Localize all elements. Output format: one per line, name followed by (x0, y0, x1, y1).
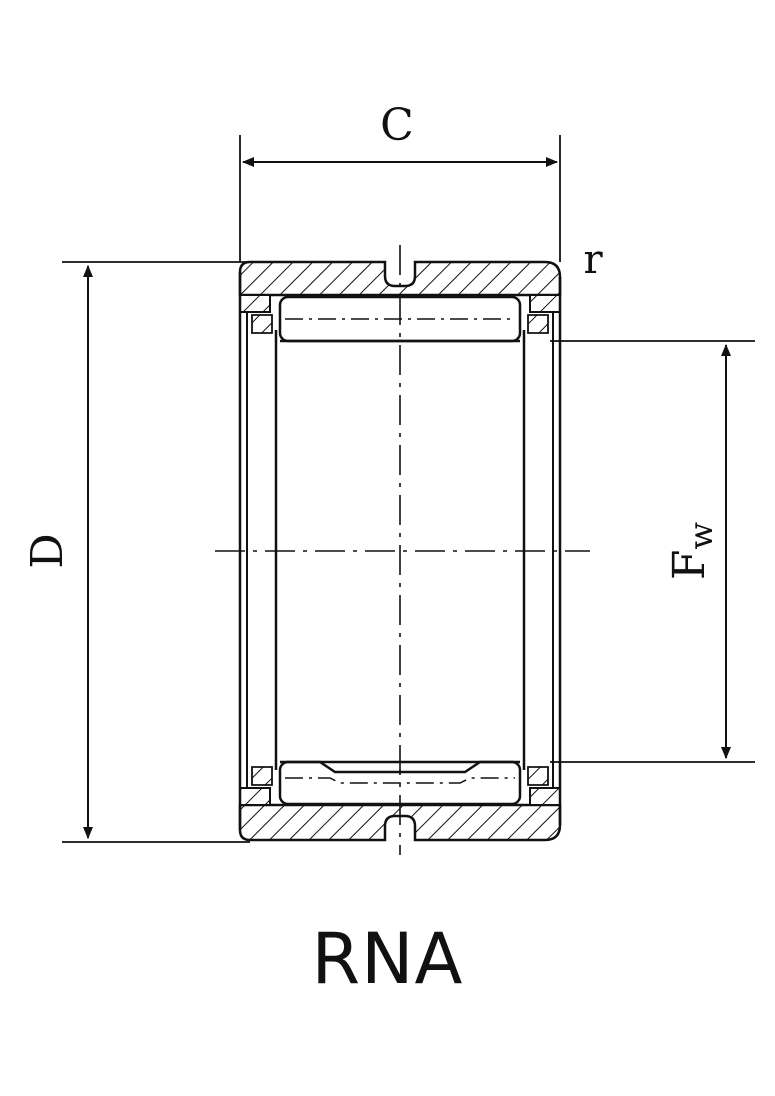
dimension-c (239, 135, 561, 262)
dimension-fw (550, 340, 755, 763)
center-lines (215, 245, 590, 855)
dimension-label-c: C (380, 100, 414, 151)
outer-ring-top (238, 260, 562, 313)
dimension-label-r: r (583, 237, 603, 283)
dimension-label-fw-sub: w (682, 522, 720, 549)
dimension-d (62, 261, 250, 843)
dimension-label-fw: Fw (664, 522, 720, 580)
dimension-label-fw-main: F (664, 549, 715, 580)
cage-and-flanges (238, 272, 562, 830)
dimension-label-d: D (22, 533, 73, 568)
bearing-type-caption: RNA (311, 918, 464, 1000)
svg-text:Fw: Fw (664, 522, 720, 580)
